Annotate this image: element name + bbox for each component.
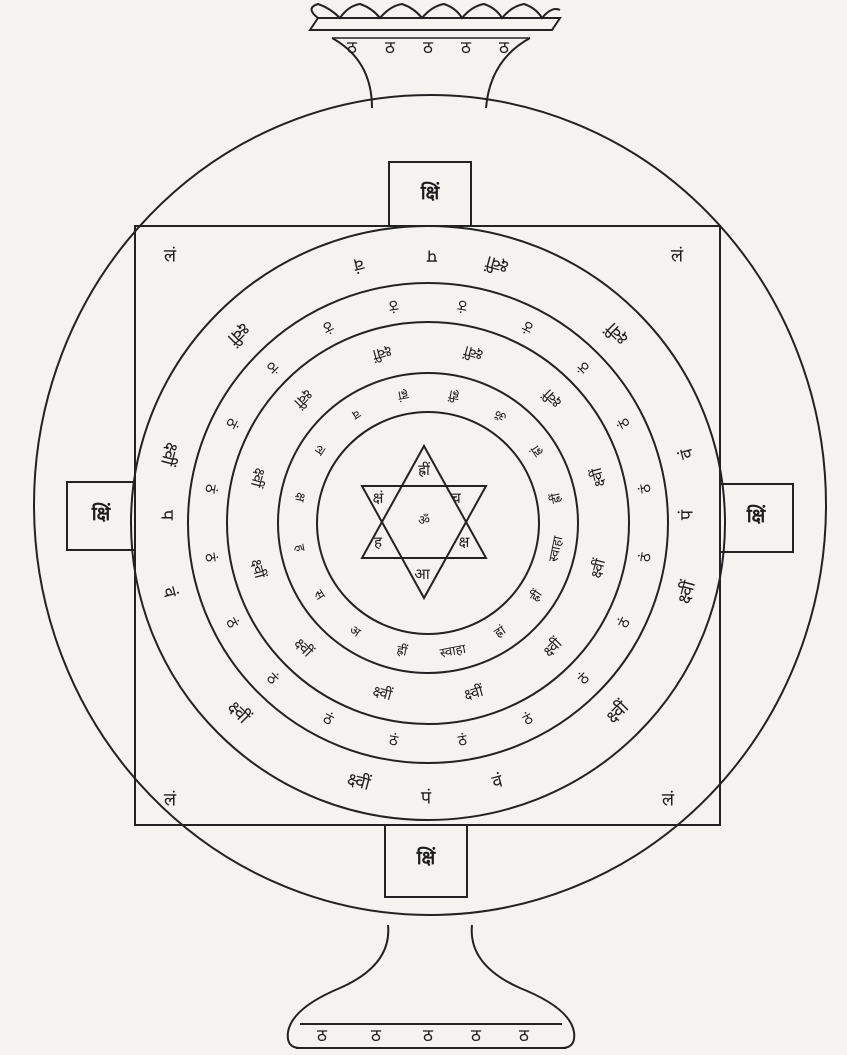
hexagram-center: ॐ — [418, 514, 430, 529]
gate-right-label: क्षिं — [746, 504, 767, 527]
bottom-pot-letter: ठ — [471, 1026, 482, 1046]
corner-bottom-left: लं — [164, 790, 177, 811]
bottom-pot-letter: ठ — [371, 1026, 382, 1046]
top-pot-letter: ठ — [461, 38, 472, 58]
middle-ring-glyph: क्ष्वीं — [587, 465, 610, 489]
outer-ring-glyph: क्ष्वीं — [223, 696, 255, 728]
outer-ring-glyph: क्ष्वीं — [673, 578, 700, 606]
thantha-ring-glyph: ठं — [263, 358, 282, 377]
inner-ring-glyph: क्ष — [291, 491, 308, 504]
outer-ring-glyph: क्ष्वीं — [345, 768, 373, 795]
inner-ring-glyph: ह्रां — [396, 386, 410, 403]
thantha-ring-glyph: ठं — [388, 731, 400, 750]
thantha-ring-glyph: ठं — [614, 615, 634, 631]
hexagram: ह्रीं क्षं च ह क्ष आ ॐ — [362, 446, 486, 598]
bottom-pot-letters: ठ ठ ठ ठ ठ — [317, 1026, 530, 1046]
hexagram-lower-right: क्ष — [459, 533, 470, 551]
top-pot-letter: ठ — [423, 38, 434, 58]
bottom-pot-letter: ठ — [423, 1026, 434, 1046]
thantha-ring-glyph: ठं — [520, 709, 536, 729]
inner-ring-glyph: ल — [311, 442, 328, 458]
outer-ring-glyph: वं — [158, 585, 181, 601]
thantha-ring-glyph: ठं — [201, 552, 220, 564]
inner-ring-glyph: ह्रीं — [447, 386, 461, 404]
thantha-ring-glyph: ठं — [574, 669, 593, 688]
thantha-ring-glyph: ठं — [456, 296, 468, 315]
gate-top-label: क्षिं — [420, 181, 441, 204]
inner-ring-glyph: ह्रां — [528, 442, 547, 459]
thantha-ring-glyph: ठं — [320, 709, 336, 729]
gate-bottom-label: क्षिं — [416, 846, 437, 869]
outer-ring-glyph: क्ष्वीं — [223, 318, 255, 350]
middle-ring-glyph: क्ष्वीं — [290, 634, 317, 661]
inner-ring-glyph: स — [310, 587, 327, 603]
side-bottom: पं — [421, 788, 432, 809]
thantha-ring-glyph: ठं — [201, 483, 220, 495]
thantha-ring-glyph: ठं — [263, 669, 282, 688]
side-right: पं — [677, 509, 698, 520]
hexagram-upper-left: क्षं — [373, 489, 384, 507]
side-left: प — [157, 510, 178, 521]
middle-ring-glyph: क्ष्वीं — [587, 556, 610, 580]
outer-ring-glyph: क्ष्वीं — [601, 696, 633, 728]
middle-ring-glyph: क्ष्वीं — [462, 682, 486, 705]
corner-top-left: लं — [164, 246, 177, 267]
outer-ring-glyph: वं — [490, 770, 506, 793]
corner-bottom-right: लं — [662, 790, 675, 811]
middle-ring-glyph: क्ष्वीं — [461, 342, 485, 365]
inner-ring-glyph: ह्रीं — [395, 642, 409, 660]
inner-ring-glyph: अ — [346, 623, 364, 642]
inner-ring-glyph: ह्रीं — [547, 491, 565, 505]
inner-ring-glyph: ॐ — [492, 405, 510, 424]
inner-ring-glyph: ह — [291, 543, 307, 554]
outer-ring-glyph: वं — [350, 253, 366, 276]
bottom-pot-letter: ठ — [317, 1026, 328, 1046]
side-top: प — [426, 246, 437, 267]
outer-ring-glyph: क्ष्वीं — [601, 318, 633, 350]
gate-left-label: क्षिं — [91, 502, 112, 525]
top-pot-letter: ठ — [499, 38, 510, 58]
bottom-pot-letter: ठ — [519, 1026, 530, 1046]
inner-ring-glyph: ह्रीं — [527, 587, 546, 605]
inner-ring-glyph: स्वाहा — [439, 642, 468, 662]
inner-ring-glyph: स्वाहा — [546, 534, 566, 563]
thantha-ring-glyph: ठं — [222, 415, 242, 431]
top-pot-letter: ठ — [347, 38, 358, 58]
middle-ring-glyph: क्ष्वीं — [247, 466, 270, 490]
hexagram-bottom: आ — [414, 565, 430, 583]
inner-ring-glyph: व — [348, 406, 363, 423]
inner-ring-glyph: ह्रां — [492, 623, 509, 642]
thantha-ring-glyph: ठं — [388, 296, 400, 315]
thantha-ring-glyph: ठं — [614, 415, 634, 431]
hexagram-top: ह्रीं — [418, 461, 431, 479]
outer-ring-glyph: वं — [675, 445, 698, 461]
top-pot-letter: ठ — [385, 38, 396, 58]
middle-ring-glyph: क्ष्वीं — [539, 385, 566, 412]
thantha-ring-glyph: ठं — [222, 615, 242, 631]
corner-top-right: लं — [671, 246, 684, 267]
middle-ring-glyph: क्ष्वीं — [290, 385, 317, 412]
hexagram-lower-left: ह — [374, 533, 383, 551]
outer-ring-glyph: क्ष्वीं — [483, 251, 511, 278]
thantha-ring-glyph: ठं — [520, 317, 536, 337]
hexagram-upper-right: च — [451, 489, 461, 507]
middle-ring-glyph: क्ष्वीं — [247, 557, 270, 581]
top-pot-letters: ठ ठ ठ ठ ठ — [347, 38, 510, 58]
thantha-ring-glyph: ठं — [457, 731, 469, 750]
thantha-ring-glyph: ठं — [636, 483, 655, 495]
middle-ring-glyph: क्ष्वीं — [539, 634, 566, 661]
middle-ring-glyph: क्ष्वीं — [371, 682, 395, 705]
middle-ring-glyph: क्ष्वीं — [370, 342, 394, 365]
outer-ring-glyph: क्ष्वीं — [156, 440, 183, 468]
thantha-ring-glyph: ठं — [574, 358, 593, 377]
thantha-ring-glyph: ठं — [636, 551, 655, 563]
thantha-ring-glyph: ठं — [320, 317, 336, 337]
